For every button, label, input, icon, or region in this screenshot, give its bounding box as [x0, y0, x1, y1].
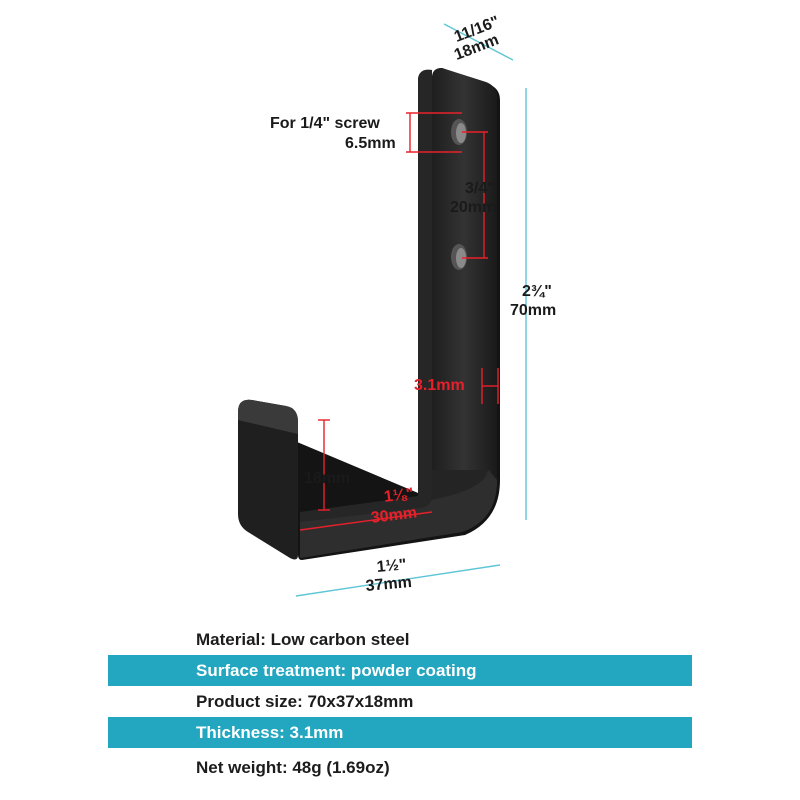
inner-width-inch-label: 1⅛" — [383, 485, 415, 506]
spec-row-thickness: Thickness: 3.1mm — [108, 717, 692, 748]
spec-row-product-size: Product size: 70x37x18mm — [196, 692, 414, 711]
hole-spacing-mm-label: 20mm — [450, 199, 497, 216]
hook-illustration — [238, 23, 527, 597]
thickness-label: 3.1mm — [414, 377, 465, 394]
height-inch-label: 2¾" — [522, 283, 552, 300]
spec-row-net-weight: Net weight: 48g (1.69oz) — [196, 758, 390, 777]
spec-row-material: Material: Low carbon steel — [196, 630, 410, 649]
hook-bracket — [238, 68, 500, 560]
red-dimension-lines — [299, 112, 499, 531]
lip-height-label: 18mm — [304, 470, 351, 487]
product-diagram: 11/16" 18mm For 1/4" screw 6.5mm 3/4" 20… — [238, 13, 557, 597]
hole-spacing-inch-label: 3/4" — [465, 180, 495, 197]
screw-label: For 1/4" screw — [270, 115, 380, 132]
height-mm-label: 70mm — [510, 302, 557, 319]
cyan-dimension-lines — [295, 23, 527, 597]
screw-mm-label: 6.5mm — [345, 135, 396, 152]
spec-row-surface-treatment: Surface treatment: powder coating — [108, 655, 692, 686]
